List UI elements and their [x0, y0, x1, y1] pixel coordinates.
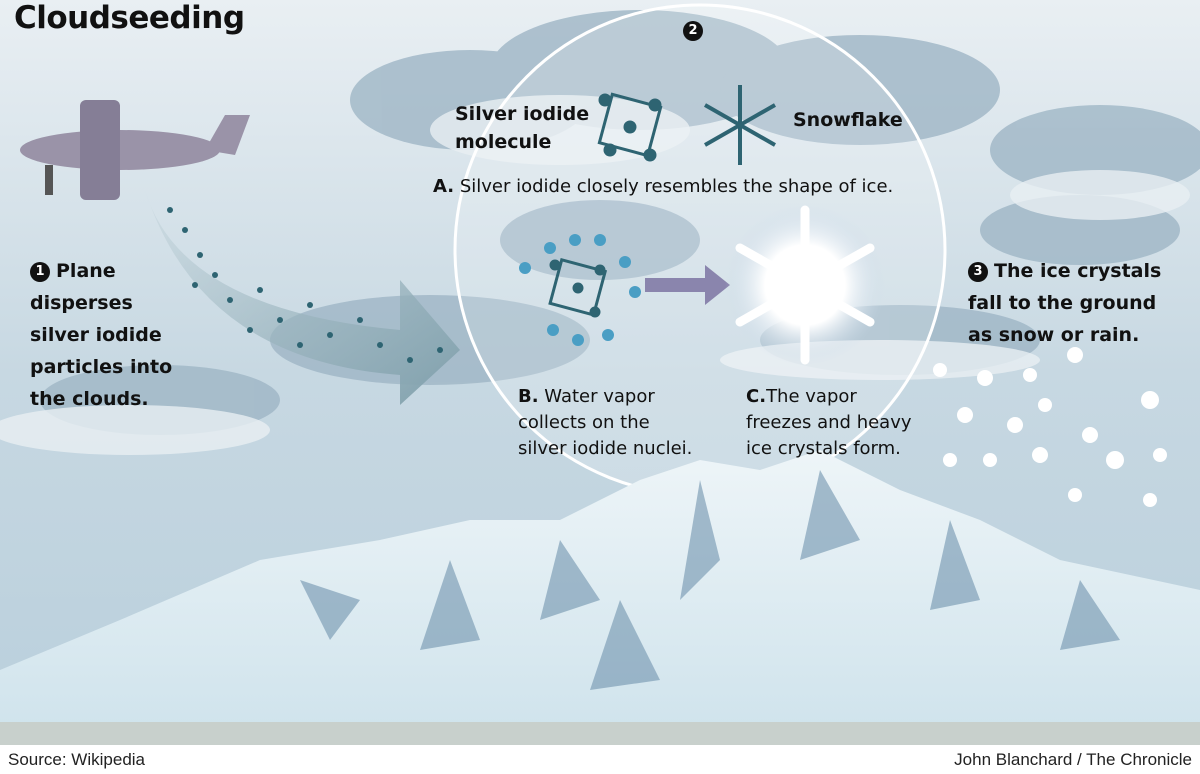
- step3-badge: 3: [968, 262, 988, 282]
- silver-iodide-molecule-icon: [597, 92, 663, 162]
- snowflake-label: Snowflake: [793, 109, 903, 131]
- particle-arrow: [145, 190, 460, 405]
- nucleus-molecule-icon: [548, 257, 608, 318]
- clouds-light: [0, 95, 1190, 455]
- transform-arrow: [645, 265, 730, 305]
- step2-badge: 2: [683, 14, 709, 46]
- credit-note: John Blanchard / The Chronicle: [954, 750, 1192, 769]
- airplane-icon: [20, 100, 250, 200]
- cloudseeding-illustration: [0, 0, 1200, 745]
- caption-a: A. Silver iodide closely resembles the s…: [433, 176, 894, 197]
- source-note: Source: Wikipedia: [8, 750, 146, 769]
- ice-crystal-icon: [735, 205, 875, 365]
- water-drops: [519, 234, 641, 346]
- falling-snow: [933, 347, 1167, 507]
- particles: [167, 207, 443, 363]
- step1-badge: 1: [30, 262, 50, 282]
- page-title: Cloudseeding: [14, 0, 245, 36]
- footer: Source: Wikipedia John Blanchard / The C…: [0, 745, 1200, 774]
- snowflake-icon: [704, 85, 776, 165]
- mountain: [0, 450, 1200, 745]
